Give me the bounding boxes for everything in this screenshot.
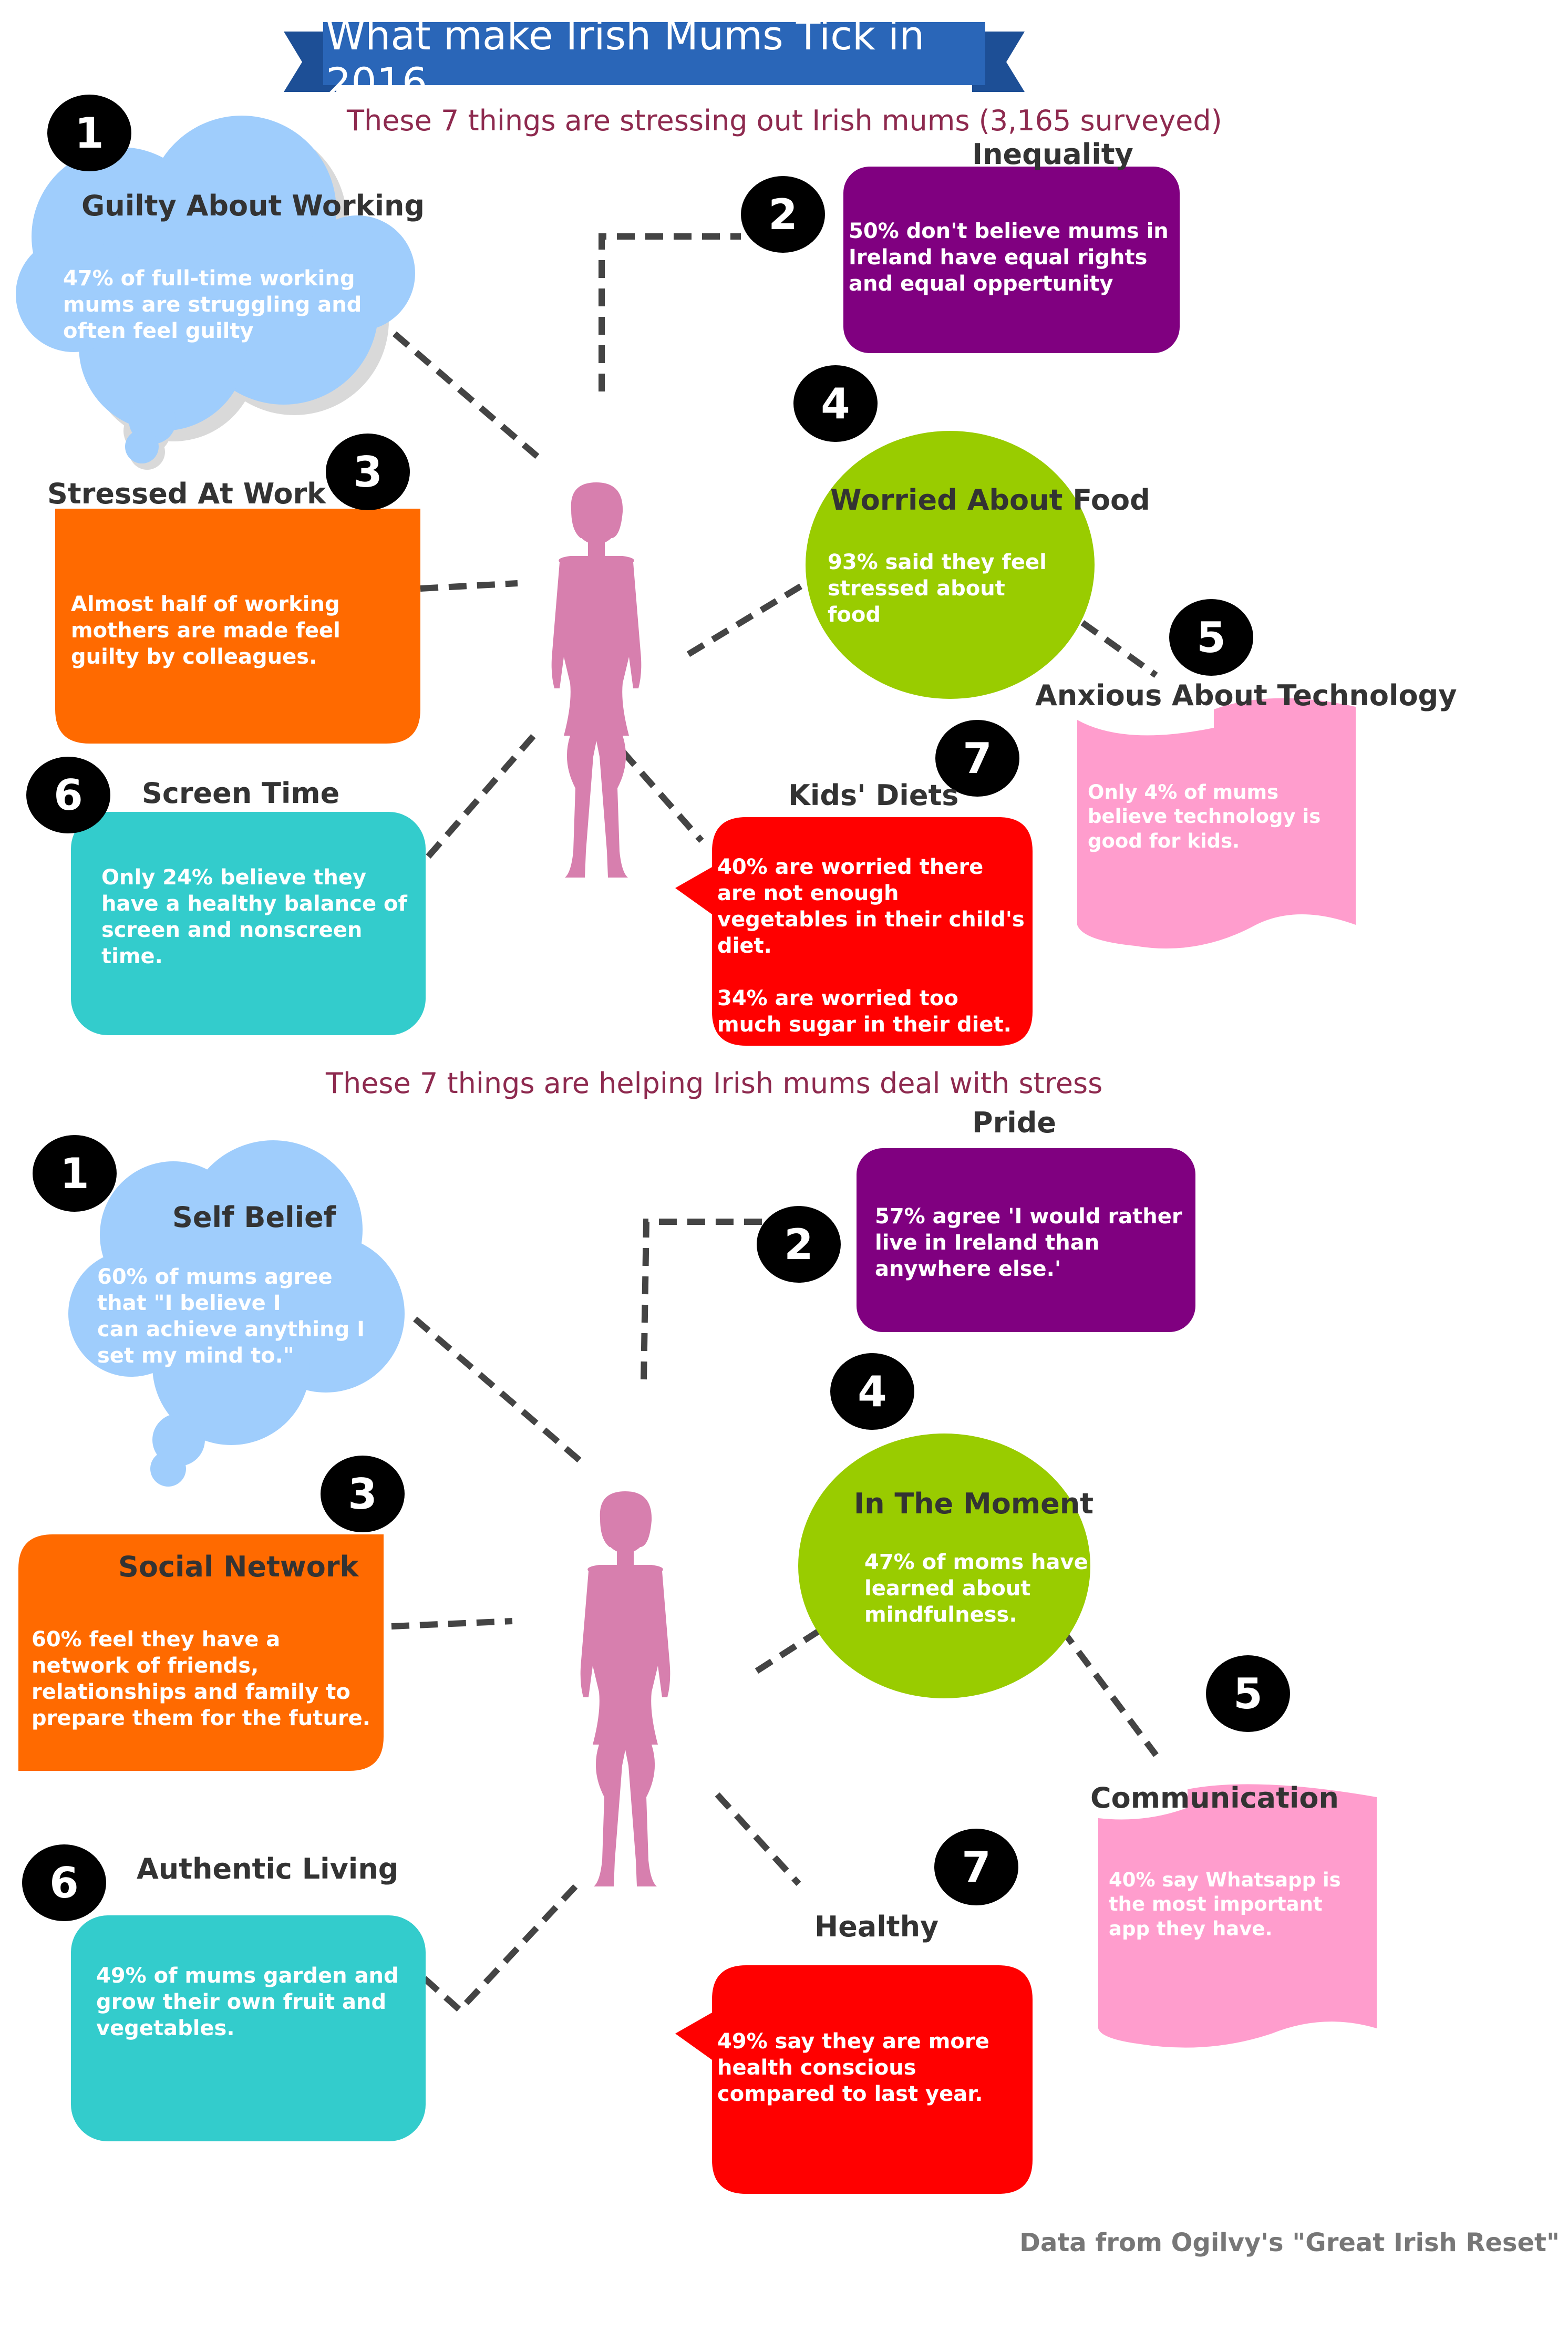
help-text-7: 49% say they are more health conscious c… xyxy=(717,2029,989,2106)
help-box-6 xyxy=(71,1915,426,2141)
help-number-6: 6 xyxy=(22,1844,106,1921)
help-subtitle: These 7 things are helping Irish mums de… xyxy=(326,1067,1103,1100)
stress-number-7: 7 xyxy=(935,720,1019,797)
help-heading-7: Healthy xyxy=(814,1910,939,1943)
help-text-4: 47% of moms have learned about mindfulne… xyxy=(864,1550,1088,1627)
help-heading-5: Communication xyxy=(1090,1781,1339,1814)
stress-circle-4 xyxy=(806,431,1095,699)
source-credit: Data from Ogilvy's "Great Irish Reset" xyxy=(1019,2228,1560,2257)
stress-heading-2: Inequality xyxy=(972,138,1133,171)
stress-number-6: 6 xyxy=(26,757,110,833)
stress-heading-1: Guilty About Working xyxy=(81,189,425,222)
stress-number-5: 5 xyxy=(1169,599,1253,676)
stress-box-3 xyxy=(55,509,420,744)
stress-number-3: 3 xyxy=(326,434,410,510)
help-number-5: 5 xyxy=(1206,1655,1290,1732)
stress-subtitle: These 7 things are stressing out Irish m… xyxy=(347,104,1222,137)
stress-heading-3: Stressed At Work xyxy=(47,477,326,510)
help-number-7: 7 xyxy=(934,1829,1018,1905)
stress-text-5: Only 4% of mums believe technology is go… xyxy=(1088,781,1321,852)
stress-number-4: 4 xyxy=(793,365,878,442)
stress-scroll-5 xyxy=(1077,698,1356,948)
help-heading-4: In The Moment xyxy=(854,1487,1094,1520)
help-heading-2: Pride xyxy=(972,1106,1056,1139)
help-number-3: 3 xyxy=(321,1456,405,1532)
help-box-3 xyxy=(18,1534,384,1771)
help-number-1: 1 xyxy=(33,1135,117,1212)
stress-heading-7: Kids' Diets xyxy=(788,779,959,812)
help-number-2: 2 xyxy=(757,1206,841,1283)
help-text-5: 40% say Whatsapp is the most important a… xyxy=(1109,1869,1341,1940)
help-scroll-5 xyxy=(1098,1784,1377,2048)
stress-number-2: 2 xyxy=(741,176,825,253)
stress-text-1: 47% of full-time working mums are strugg… xyxy=(63,266,362,343)
help-text-6: 49% of mums garden and grow their own fr… xyxy=(96,1964,399,2040)
stress-heading-4: Worried About Food xyxy=(830,483,1150,517)
help-cloud xyxy=(68,1140,405,1487)
help-heading-1: Self Belief xyxy=(172,1201,336,1234)
help-bubble-7 xyxy=(675,1965,1033,2194)
stress-connectors xyxy=(371,233,1158,859)
stress-text-2: 50% don't believe mums in Ireland have e… xyxy=(849,219,1169,296)
stress-number-1: 1 xyxy=(47,95,131,171)
help-text-3: 60% feel they have a network of friends,… xyxy=(32,1627,370,1730)
help-text-1: 60% of mums agree that "I believe I can … xyxy=(97,1265,365,1368)
title-banner xyxy=(284,22,1025,92)
help-mum-figure xyxy=(580,1491,670,1886)
help-connectors xyxy=(391,1219,1159,2015)
page-title: What make Irish Mums Tick in 2016 xyxy=(326,12,925,106)
stress-mum-figure xyxy=(551,482,642,878)
stress-text-4: 93% said they feel stressed about food xyxy=(828,550,1047,627)
stress-heading-5: Anxious About Technology xyxy=(1035,679,1457,712)
stress-text-3: Almost half of working mothers are made … xyxy=(71,592,341,669)
stress-text-7: 40% are worried there are not enough veg… xyxy=(717,855,1025,1037)
help-heading-3: Social Network xyxy=(118,1550,359,1583)
stress-heading-6: Screen Time xyxy=(142,777,340,810)
help-heading-6: Authentic Living xyxy=(137,1852,399,1885)
stress-bubble-7 xyxy=(675,817,1033,1046)
stress-cloud xyxy=(16,116,415,463)
help-number-4: 4 xyxy=(830,1353,914,1430)
help-circle-4 xyxy=(798,1434,1090,1698)
stress-box-6 xyxy=(71,812,426,1035)
help-box-2 xyxy=(857,1148,1195,1332)
help-text-2: 57% agree 'I would rather live in Irelan… xyxy=(875,1204,1182,1281)
stress-text-6: Only 24% believe they have a healthy bal… xyxy=(101,865,407,968)
stress-box-2 xyxy=(843,167,1180,353)
